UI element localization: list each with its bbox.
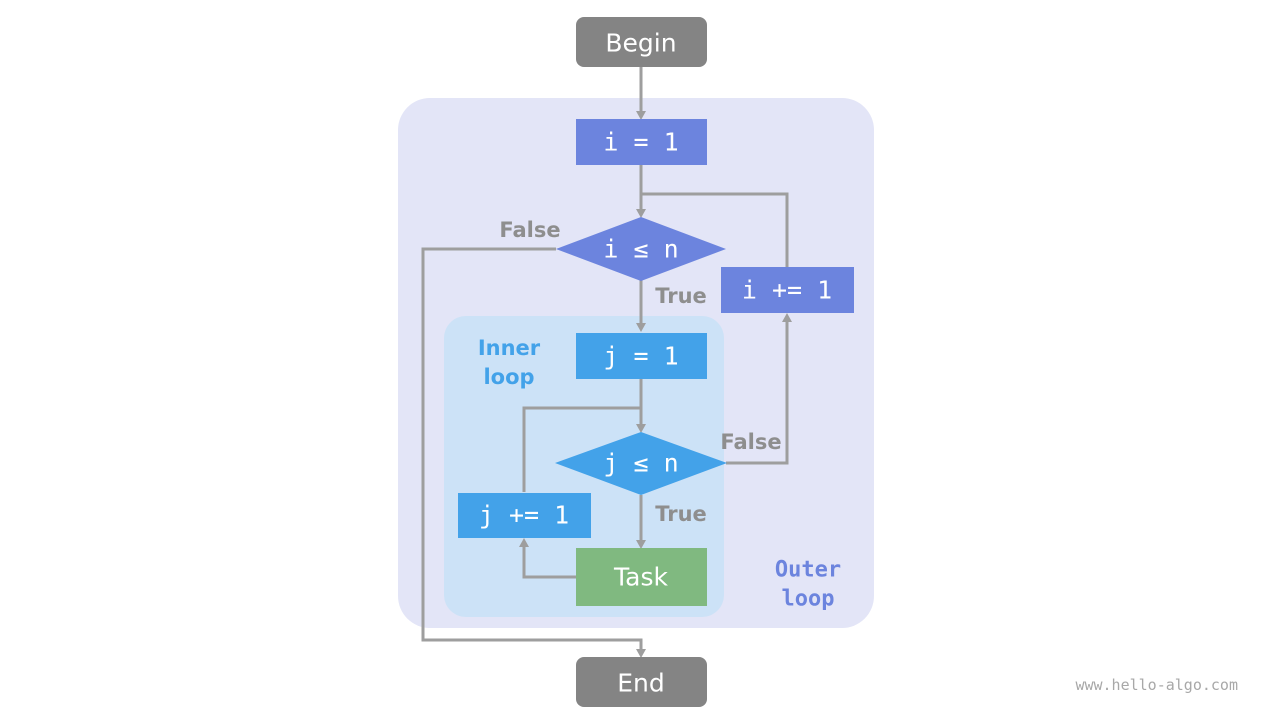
i-incr-label: i += 1: [742, 276, 832, 305]
node-j-incr: j += 1: [458, 493, 591, 538]
arrowhead: [636, 111, 646, 120]
node-i-init: i = 1: [576, 119, 707, 165]
node-i-incr: i += 1: [721, 267, 854, 313]
task-label: Task: [613, 563, 668, 592]
j-incr-box: [458, 493, 591, 538]
arrowhead: [782, 313, 792, 322]
inner-loop-label-line1: Inner: [478, 336, 541, 360]
arrowhead: [636, 323, 646, 332]
edge-label-i-true: True: [655, 284, 707, 308]
node-task: Task: [576, 548, 707, 606]
i-incr-box: [721, 267, 854, 313]
task-box: [576, 548, 707, 606]
edge-i-incr-to-join: [641, 192, 789, 268]
node-j-init: j = 1: [576, 333, 707, 379]
j-cond-diamond: [555, 432, 727, 495]
outer-loop-label-line2: loop: [782, 587, 835, 612]
arrowhead: [636, 649, 646, 658]
edge-label-i-false: False: [499, 218, 560, 242]
arrowhead: [636, 424, 646, 433]
arrowhead: [519, 538, 529, 547]
j-cond-label: j ≤ n: [603, 449, 678, 478]
edge-task-to-j-incr: [522, 546, 577, 579]
edge-j-cond-false-to-i-incr: [726, 321, 789, 465]
end-label: End: [617, 669, 665, 698]
edge-label-j-true: True: [655, 502, 707, 526]
edge-label-j-false: False: [720, 430, 781, 454]
i-cond-label: i ≤ n: [603, 235, 678, 264]
end-box: [576, 657, 707, 707]
i-init-box: [576, 119, 707, 165]
j-incr-label: j += 1: [479, 501, 569, 530]
begin-box: [576, 17, 707, 67]
edge-i-cond-false-to-end: [421, 247, 643, 650]
begin-label: Begin: [605, 29, 676, 58]
node-i-cond: i ≤ n: [556, 217, 726, 281]
node-begin: Begin: [576, 17, 707, 67]
node-j-cond: j ≤ n: [555, 432, 727, 495]
j-init-box: [576, 333, 707, 379]
edge-j-incr-to-join: [522, 406, 641, 492]
edges: [421, 67, 792, 658]
arrowhead: [636, 209, 646, 218]
arrowhead: [636, 540, 646, 549]
node-end: End: [576, 657, 707, 707]
inner-loop-label-line2: loop: [483, 365, 534, 389]
j-init-label: j = 1: [603, 342, 678, 371]
i-cond-diamond: [556, 217, 726, 281]
outer-loop-label-line1: Outer: [775, 558, 841, 583]
i-init-label: i = 1: [603, 128, 678, 157]
watermark: www.hello-algo.com: [1075, 676, 1238, 694]
